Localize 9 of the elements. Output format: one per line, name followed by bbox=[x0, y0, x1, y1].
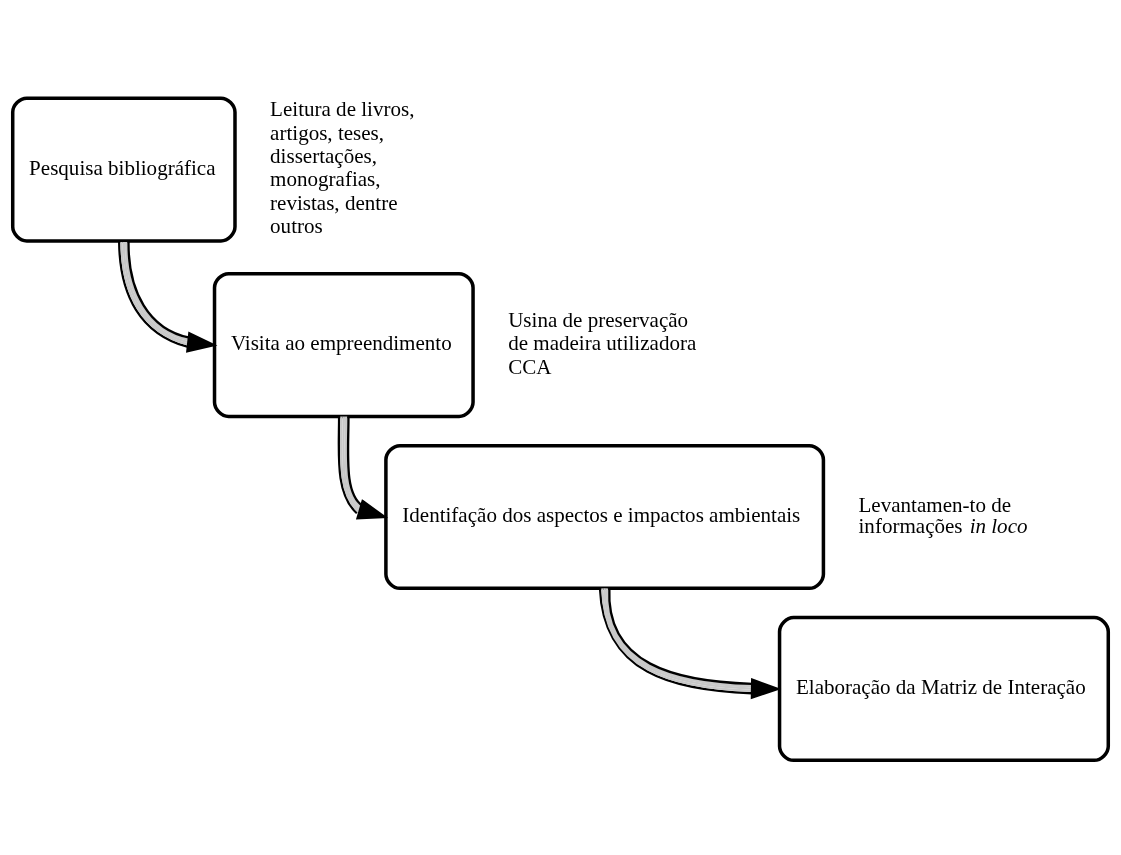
arrow bbox=[337, 416, 389, 520]
node-box: Identifação dos aspectos e impactos ambientais bbox=[384, 443, 826, 591]
node-box: Pesquisa bibliográfica bbox=[10, 96, 237, 243]
node-label: Leitura de livros, artigos, teses, dissertações, monografias, revistas, dentre outros bbox=[270, 97, 415, 239]
node-label: Levantamen-to de informações in loco bbox=[858, 492, 1028, 538]
node-label: Usina de preservação de madeira utilizadora CCA bbox=[508, 307, 697, 379]
arrow bbox=[118, 242, 218, 353]
node-box: Visita ao empreendimento bbox=[212, 271, 475, 419]
node-box: Elaboração da Matriz de Interação bbox=[777, 615, 1111, 763]
